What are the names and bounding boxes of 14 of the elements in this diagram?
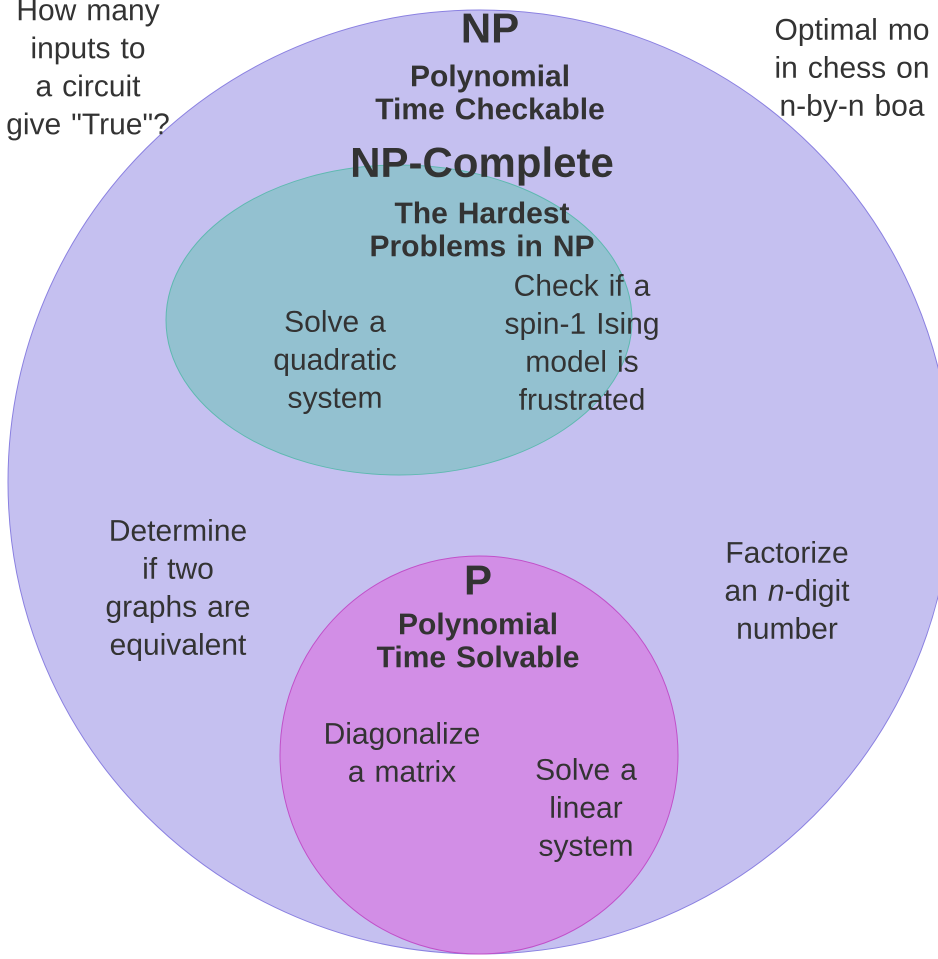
example-text: Factorize an n-digit number — [726, 541, 850, 640]
set-title: P — [466, 566, 491, 594]
example-text: Solve a quadratic system — [274, 310, 396, 414]
set-subtitle: Polynomial Time Solvable — [376, 612, 578, 668]
example-text: Solve a linear system — [536, 758, 637, 862]
set-subtitle: The Hardest Problems in NP — [371, 202, 594, 257]
example-text: How many inputs to a circuit give "True"? — [7, 0, 169, 140]
example-text: Optimal mo in chess on n-by-n boa — [776, 18, 928, 122]
set-title: NP-Complete — [352, 146, 612, 186]
example-text: Diagonalize a matrix — [326, 722, 479, 782]
set-title: NP — [464, 14, 518, 42]
example-text: Determine if two graphs are equivalent — [106, 519, 250, 661]
example-text: Check if a spin-1 Ising model is frustrated — [505, 274, 658, 410]
set-subtitle: Polynomial Time Checkable — [376, 64, 604, 120]
